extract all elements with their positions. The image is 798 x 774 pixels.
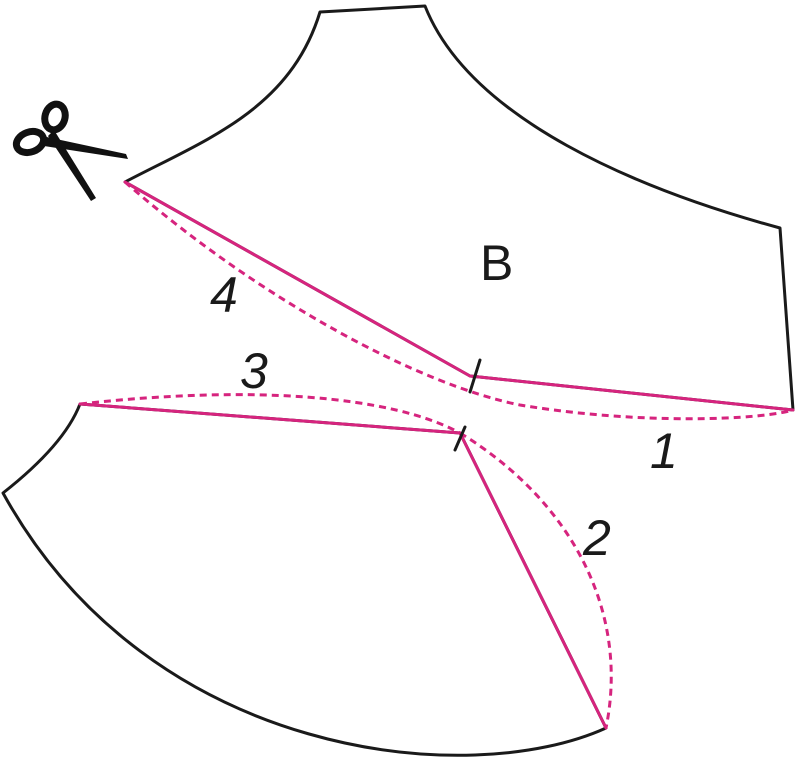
- seam-label-1: 1: [650, 423, 678, 479]
- seam-line-3: [78, 402, 462, 435]
- seam-line-1: [468, 374, 795, 412]
- seam-line-4: [123, 180, 472, 378]
- curve-2-dashed: [459, 431, 613, 729]
- curve-3-dashed: [79, 393, 461, 435]
- lower-piece-outline: [1, 402, 608, 757]
- notch-mark-lower: [453, 425, 467, 452]
- piece-label-b: B: [480, 235, 513, 291]
- seam-label-3: 3: [240, 343, 268, 399]
- curve-4-1-dashed: [124, 180, 794, 421]
- piece-b-outline: [123, 4, 795, 412]
- scissors-icon: [12, 100, 128, 201]
- seam-label-4: 4: [210, 267, 238, 323]
- seam-line-2: [458, 431, 608, 730]
- notch-mark-upper: [468, 358, 482, 394]
- seam-label-2: 2: [582, 510, 611, 566]
